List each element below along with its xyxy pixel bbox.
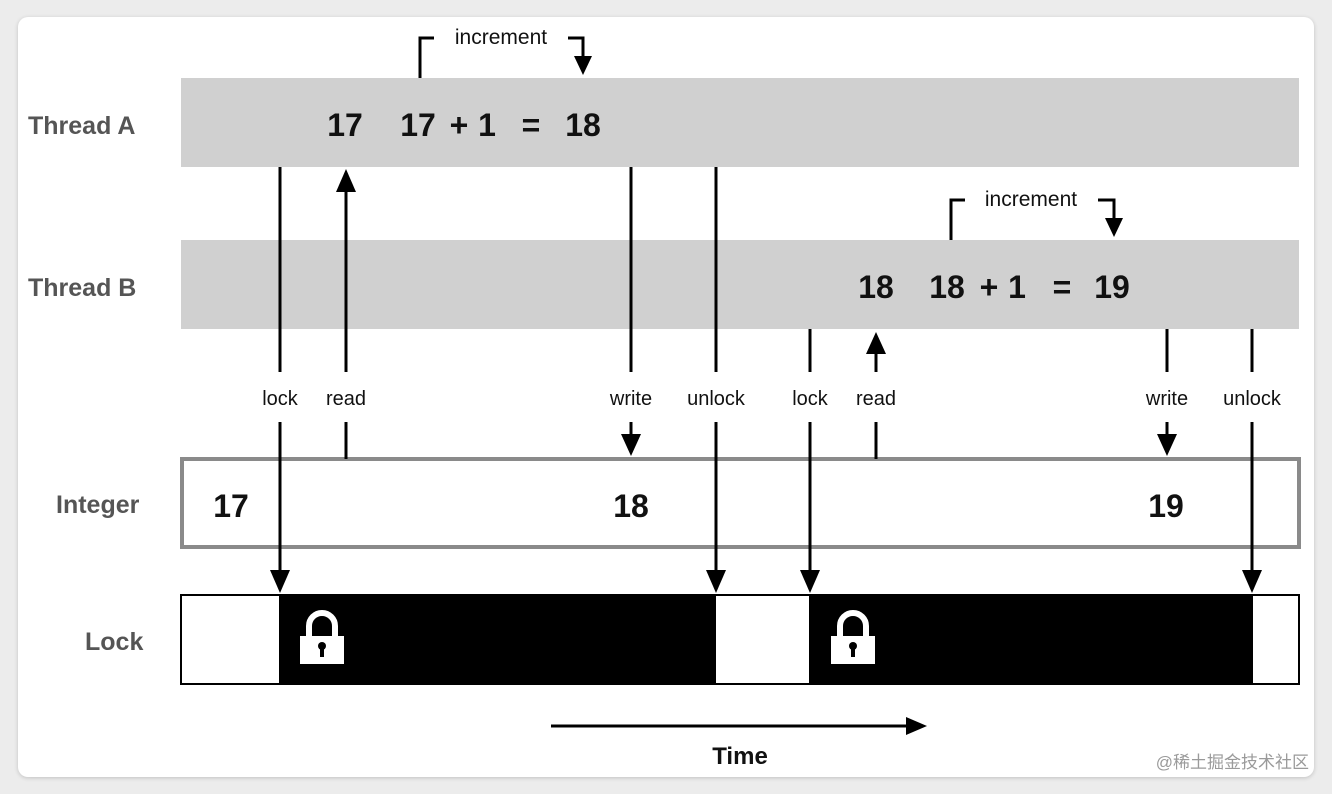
op-write-b-label: write bbox=[1145, 388, 1188, 410]
lock-b-arrow bbox=[800, 329, 820, 593]
thread-b-equals: = bbox=[1053, 269, 1072, 305]
thread-a-increment-bracket bbox=[418, 36, 592, 78]
lock-a-arrow bbox=[270, 167, 290, 593]
op-write-a-label: write bbox=[609, 388, 652, 410]
time-label: Time bbox=[712, 743, 768, 770]
thread-b-one: 1 bbox=[1008, 269, 1026, 305]
thread-a-increment-label: increment bbox=[455, 26, 547, 49]
thread-b-read-value: 18 bbox=[858, 269, 894, 305]
integer-value-after-b: 19 bbox=[1148, 488, 1184, 524]
padlock-icon bbox=[300, 610, 344, 664]
integer-value-after-a: 18 bbox=[613, 488, 649, 524]
thread-b-band bbox=[181, 240, 1299, 329]
op-unlock-a-label: unlock bbox=[687, 388, 746, 410]
lock-held-thread-a bbox=[279, 595, 716, 684]
lock-label: Lock bbox=[85, 628, 143, 656]
write-a-arrow bbox=[621, 167, 641, 456]
time-arrow bbox=[551, 717, 927, 735]
integer-box bbox=[180, 457, 1301, 549]
thread-b-label: Thread B bbox=[28, 274, 136, 302]
thread-a-label: Thread A bbox=[28, 112, 135, 140]
thread-a-one: 1 bbox=[478, 107, 496, 143]
read-a-arrow bbox=[336, 169, 356, 459]
integer-label: Integer bbox=[56, 491, 140, 519]
thread-a-expr-left: 17 bbox=[400, 107, 436, 143]
op-unlock-b-label: unlock bbox=[1223, 388, 1282, 410]
thread-b-plus: + bbox=[980, 269, 999, 305]
read-b-arrow bbox=[866, 332, 886, 459]
write-b-arrow bbox=[1157, 329, 1177, 456]
thread-b-increment-label: increment bbox=[985, 188, 1077, 211]
thread-a-plus: + bbox=[450, 107, 469, 143]
thread-b-expr-left: 18 bbox=[929, 269, 965, 305]
op-read-b-label: read bbox=[856, 388, 896, 410]
unlock-b-arrow bbox=[1242, 329, 1262, 593]
op-lock-b-label: lock bbox=[792, 388, 829, 410]
thread-b-increment-bracket bbox=[949, 198, 1123, 240]
integer-value-initial: 17 bbox=[213, 488, 249, 524]
op-lock-a-label: lock bbox=[262, 388, 299, 410]
watermark-text: @稀土掘金技术社区 bbox=[1156, 753, 1309, 772]
lock-held-thread-b bbox=[809, 595, 1253, 684]
thread-a-equals: = bbox=[522, 107, 541, 143]
unlock-a-arrow bbox=[706, 167, 726, 593]
thread-a-read-value: 17 bbox=[327, 107, 363, 143]
thread-b-result: 19 bbox=[1094, 269, 1130, 305]
padlock-icon bbox=[831, 610, 875, 664]
thread-a-band bbox=[181, 78, 1299, 167]
thread-a-result: 18 bbox=[565, 107, 601, 143]
op-read-a-label: read bbox=[326, 388, 366, 410]
